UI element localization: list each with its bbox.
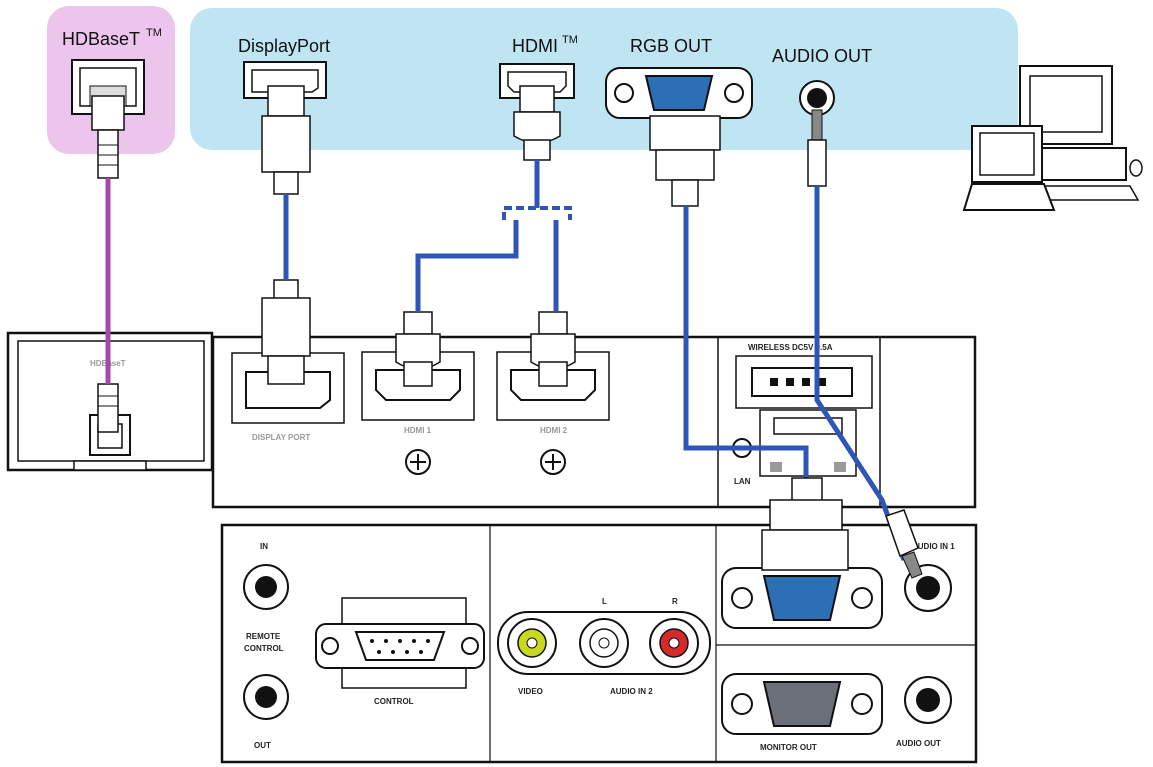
hdmi-plug-icon — [513, 85, 561, 161]
audio-out-jack — [904, 676, 952, 724]
computer-in-vga-port — [721, 567, 883, 629]
rj45-plug-icon — [91, 95, 125, 179]
rgb-cable — [683, 206, 809, 482]
laptop-icon — [962, 125, 1056, 211]
audio-destination-plug-icon — [885, 509, 923, 579]
audio-l-rca-jack — [579, 618, 629, 668]
hdmi1-plug-icon — [395, 311, 441, 387]
video-rca-jack — [507, 618, 557, 668]
audio-plug-icon — [807, 109, 827, 187]
control-serial-port — [315, 597, 485, 689]
computer-icon — [1019, 65, 1143, 201]
rgb-out-vga-jack — [605, 67, 753, 119]
wireless-label: WIRELESS DC5V 0.5A — [748, 343, 833, 352]
remote-label-2: CONTROL — [244, 644, 284, 653]
remote-out-label: OUT — [254, 741, 271, 750]
hdmi-source-label: HDMI — [512, 36, 558, 56]
control-label: CONTROL — [374, 697, 414, 706]
hdmi1-label: HDMI 1 — [404, 426, 432, 435]
displayport-plug-icon — [261, 85, 311, 195]
audio-out-source-jack — [799, 80, 835, 116]
displayport-input-plug-icon — [261, 279, 311, 385]
hdmi1-screw-icon — [405, 449, 431, 475]
hdbaset-source-label: HDBaseT — [62, 29, 140, 49]
remote-in-label: IN — [260, 542, 268, 551]
hdmi2-screw-icon — [540, 449, 566, 475]
usb-wireless-port — [735, 355, 873, 409]
rgb-destination-plug-icon — [761, 477, 849, 571]
remote-out-jack — [243, 674, 289, 720]
remote-label-1: REMOTE — [246, 632, 281, 641]
monitor-out-label: MONITOR OUT — [760, 743, 817, 752]
hdbaset-tm-mark: TM — [146, 27, 162, 39]
video-label: VIDEO — [518, 687, 543, 696]
audio-r-label: R — [672, 597, 678, 606]
vga-plug-icon — [649, 115, 721, 207]
display-port-label: DISPLAY PORT — [252, 433, 310, 442]
audio-out-source-label: AUDIO OUT — [772, 46, 872, 66]
audio-l-label: L — [602, 597, 607, 606]
hdmi2-plug-icon — [530, 311, 576, 387]
hdmi1-cable — [415, 220, 519, 312]
hdmi2-label: HDMI 2 — [540, 426, 568, 435]
hdmi-splitter-dashed — [502, 206, 572, 220]
audio-in2-label: AUDIO IN 2 — [610, 687, 653, 696]
monitor-out-vga-port — [721, 673, 883, 735]
audio-out-label: AUDIO OUT — [896, 739, 941, 748]
displayport-source-label: DisplayPort — [238, 36, 330, 56]
remote-in-jack — [243, 564, 289, 610]
lan-label: LAN — [734, 477, 751, 486]
rgb-out-source-label: RGB OUT — [630, 36, 712, 56]
audio-r-rca-jack — [649, 618, 699, 668]
hdmi-tm-mark: TM — [562, 34, 578, 46]
hdbaset-transmitter: HDBaseT — [6, 331, 214, 472]
audio-in1-label: AUDIO IN 1 — [912, 542, 955, 551]
